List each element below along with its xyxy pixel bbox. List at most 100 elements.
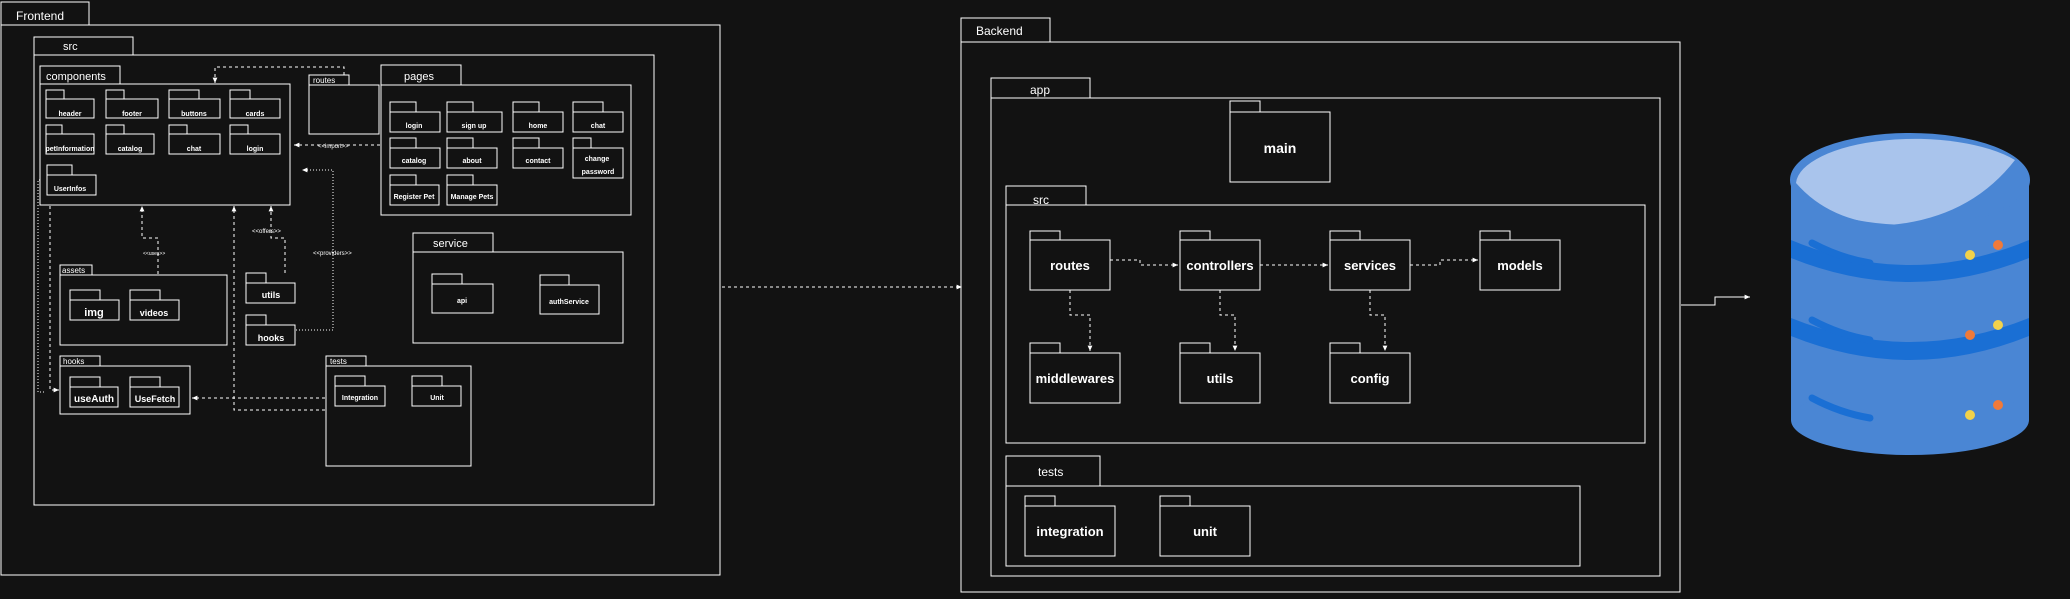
backend-middlewares: middlewares [1029, 342, 1121, 404]
frontend-connectors [37, 66, 962, 411]
page-register-pet: Register Pet [389, 174, 440, 206]
svg-text:config: config [1351, 371, 1390, 386]
svg-text:models: models [1497, 258, 1543, 273]
assets-title: assets [62, 266, 85, 275]
src-title: src [63, 41, 78, 53]
utils-folder: utils [245, 272, 296, 304]
test-unit: Unit [411, 375, 462, 407]
components-package: components header footer buttons cards p… [39, 65, 291, 206]
svg-text:<<import>>: <<import>> [318, 144, 349, 150]
svg-text:utils: utils [262, 290, 281, 300]
hook-usefetch: UseFetch [129, 376, 180, 408]
app-title: app [1030, 83, 1050, 97]
edge-utils-offers-components [268, 206, 286, 273]
page-change-password-label: change password [582, 156, 615, 176]
svg-text:petInformation: petInformation [46, 146, 95, 153]
svg-text:<<uses>>: <<uses>> [143, 251, 165, 257]
svg-text:middlewares: middlewares [1036, 371, 1115, 386]
test-integration: Integration [334, 375, 386, 407]
frontend-title: Frontend [16, 9, 64, 23]
edge-hooks-providers-components [296, 167, 334, 331]
component-petinformation: petInformation [45, 124, 95, 155]
svg-text:home: home [529, 123, 548, 130]
edge-tests-to-components [231, 206, 325, 411]
component-footer: footer [105, 89, 159, 119]
frontend-tests-package: tests Integration Unit [325, 355, 472, 467]
src-package: src [33, 36, 655, 506]
svg-text:authService: authService [549, 299, 589, 306]
component-catalog: catalog [105, 124, 155, 155]
svg-text:integration: integration [1036, 524, 1103, 539]
svg-text:Manage Pets: Manage Pets [451, 194, 494, 201]
svg-text:utils: utils [1207, 371, 1234, 386]
edge-backend-to-database [1681, 294, 1750, 306]
svg-text:Register Pet: Register Pet [394, 194, 436, 201]
svg-text:Integration: Integration [342, 395, 378, 402]
svg-text:services: services [1344, 258, 1396, 273]
svg-text:img: img [84, 307, 104, 319]
svg-text:hooks: hooks [258, 333, 285, 343]
svg-text:main: main [1264, 140, 1297, 156]
hooks-package: hooks useAuth UseFetch [59, 355, 191, 415]
page-login: login [389, 101, 441, 133]
backend-package: Backend [960, 17, 1681, 593]
service-title: service [433, 238, 468, 250]
frontend-edge-labels: <<uses>> <<import>> <<offers>> <<provide… [143, 144, 352, 257]
hooks-group-title: hooks [63, 357, 84, 366]
svg-text:login: login [247, 146, 264, 153]
svg-text:catalog: catalog [118, 146, 143, 153]
edge-routes-to-components [212, 66, 345, 83]
service-package: service api authService [412, 232, 624, 344]
edge-components-to-hookgroup-2 [37, 179, 44, 393]
backend-title: Backend [976, 24, 1023, 38]
component-login: login [229, 124, 281, 155]
frontend-tests-title: tests [330, 357, 347, 366]
svg-text:chat: chat [187, 146, 202, 153]
page-sign-up: sign up [446, 101, 503, 133]
service-api: api [431, 273, 494, 314]
svg-text:useAuth: useAuth [74, 394, 114, 405]
svg-text:chat: chat [591, 123, 606, 130]
components-title: components [46, 71, 106, 83]
service-authservice: authService [539, 274, 600, 315]
svg-text:cards: cards [246, 111, 265, 118]
backend-tests-title: tests [1038, 465, 1063, 479]
backend-tests-package: tests integration unit [1005, 455, 1581, 567]
backend-src-package: src routes controllers services models m… [1005, 185, 1646, 444]
svg-text:sign up: sign up [462, 123, 487, 130]
svg-text:Unit: Unit [430, 395, 444, 402]
backend-routes: routes [1029, 230, 1111, 291]
main-folder: main [1229, 100, 1331, 183]
svg-text:controllers: controllers [1186, 258, 1253, 273]
frontend-package: Frontend [0, 1, 721, 576]
svg-text:routes: routes [1050, 258, 1090, 273]
routes-package: routes [308, 74, 380, 135]
pages-package: pages login sign up home chat catalog [380, 64, 632, 216]
routes-title: routes [313, 76, 335, 85]
component-buttons: buttons [168, 89, 221, 119]
svg-text:contact: contact [526, 158, 552, 165]
backend-services: services [1329, 230, 1411, 291]
backend-test-integration: integration [1024, 495, 1116, 557]
asset-img: img [69, 289, 120, 321]
backend-controllers: controllers [1179, 230, 1261, 291]
svg-text:<<offers>>: <<offers>> [252, 229, 281, 235]
page-catalog: catalog [389, 137, 441, 169]
app-package: app [990, 77, 1661, 577]
svg-text:catalog: catalog [402, 158, 427, 165]
backend-utils: utils [1179, 342, 1261, 404]
pages-title: pages [404, 71, 434, 83]
database-icon [1790, 133, 2030, 455]
backend-config: config [1329, 342, 1411, 404]
component-userinfos: UserInfos [46, 164, 97, 196]
page-about: about [446, 137, 498, 169]
asset-videos: videos [129, 289, 180, 321]
edge-assets-uses-components [139, 206, 159, 274]
assets-package: assets img videos [59, 264, 228, 346]
edge-components-to-hookgroup [49, 206, 59, 393]
page-change-password: change password [572, 137, 624, 179]
backend-models: models [1479, 230, 1561, 291]
hook-useauth: useAuth [69, 376, 119, 408]
hooks-folder: hooks [245, 314, 296, 346]
